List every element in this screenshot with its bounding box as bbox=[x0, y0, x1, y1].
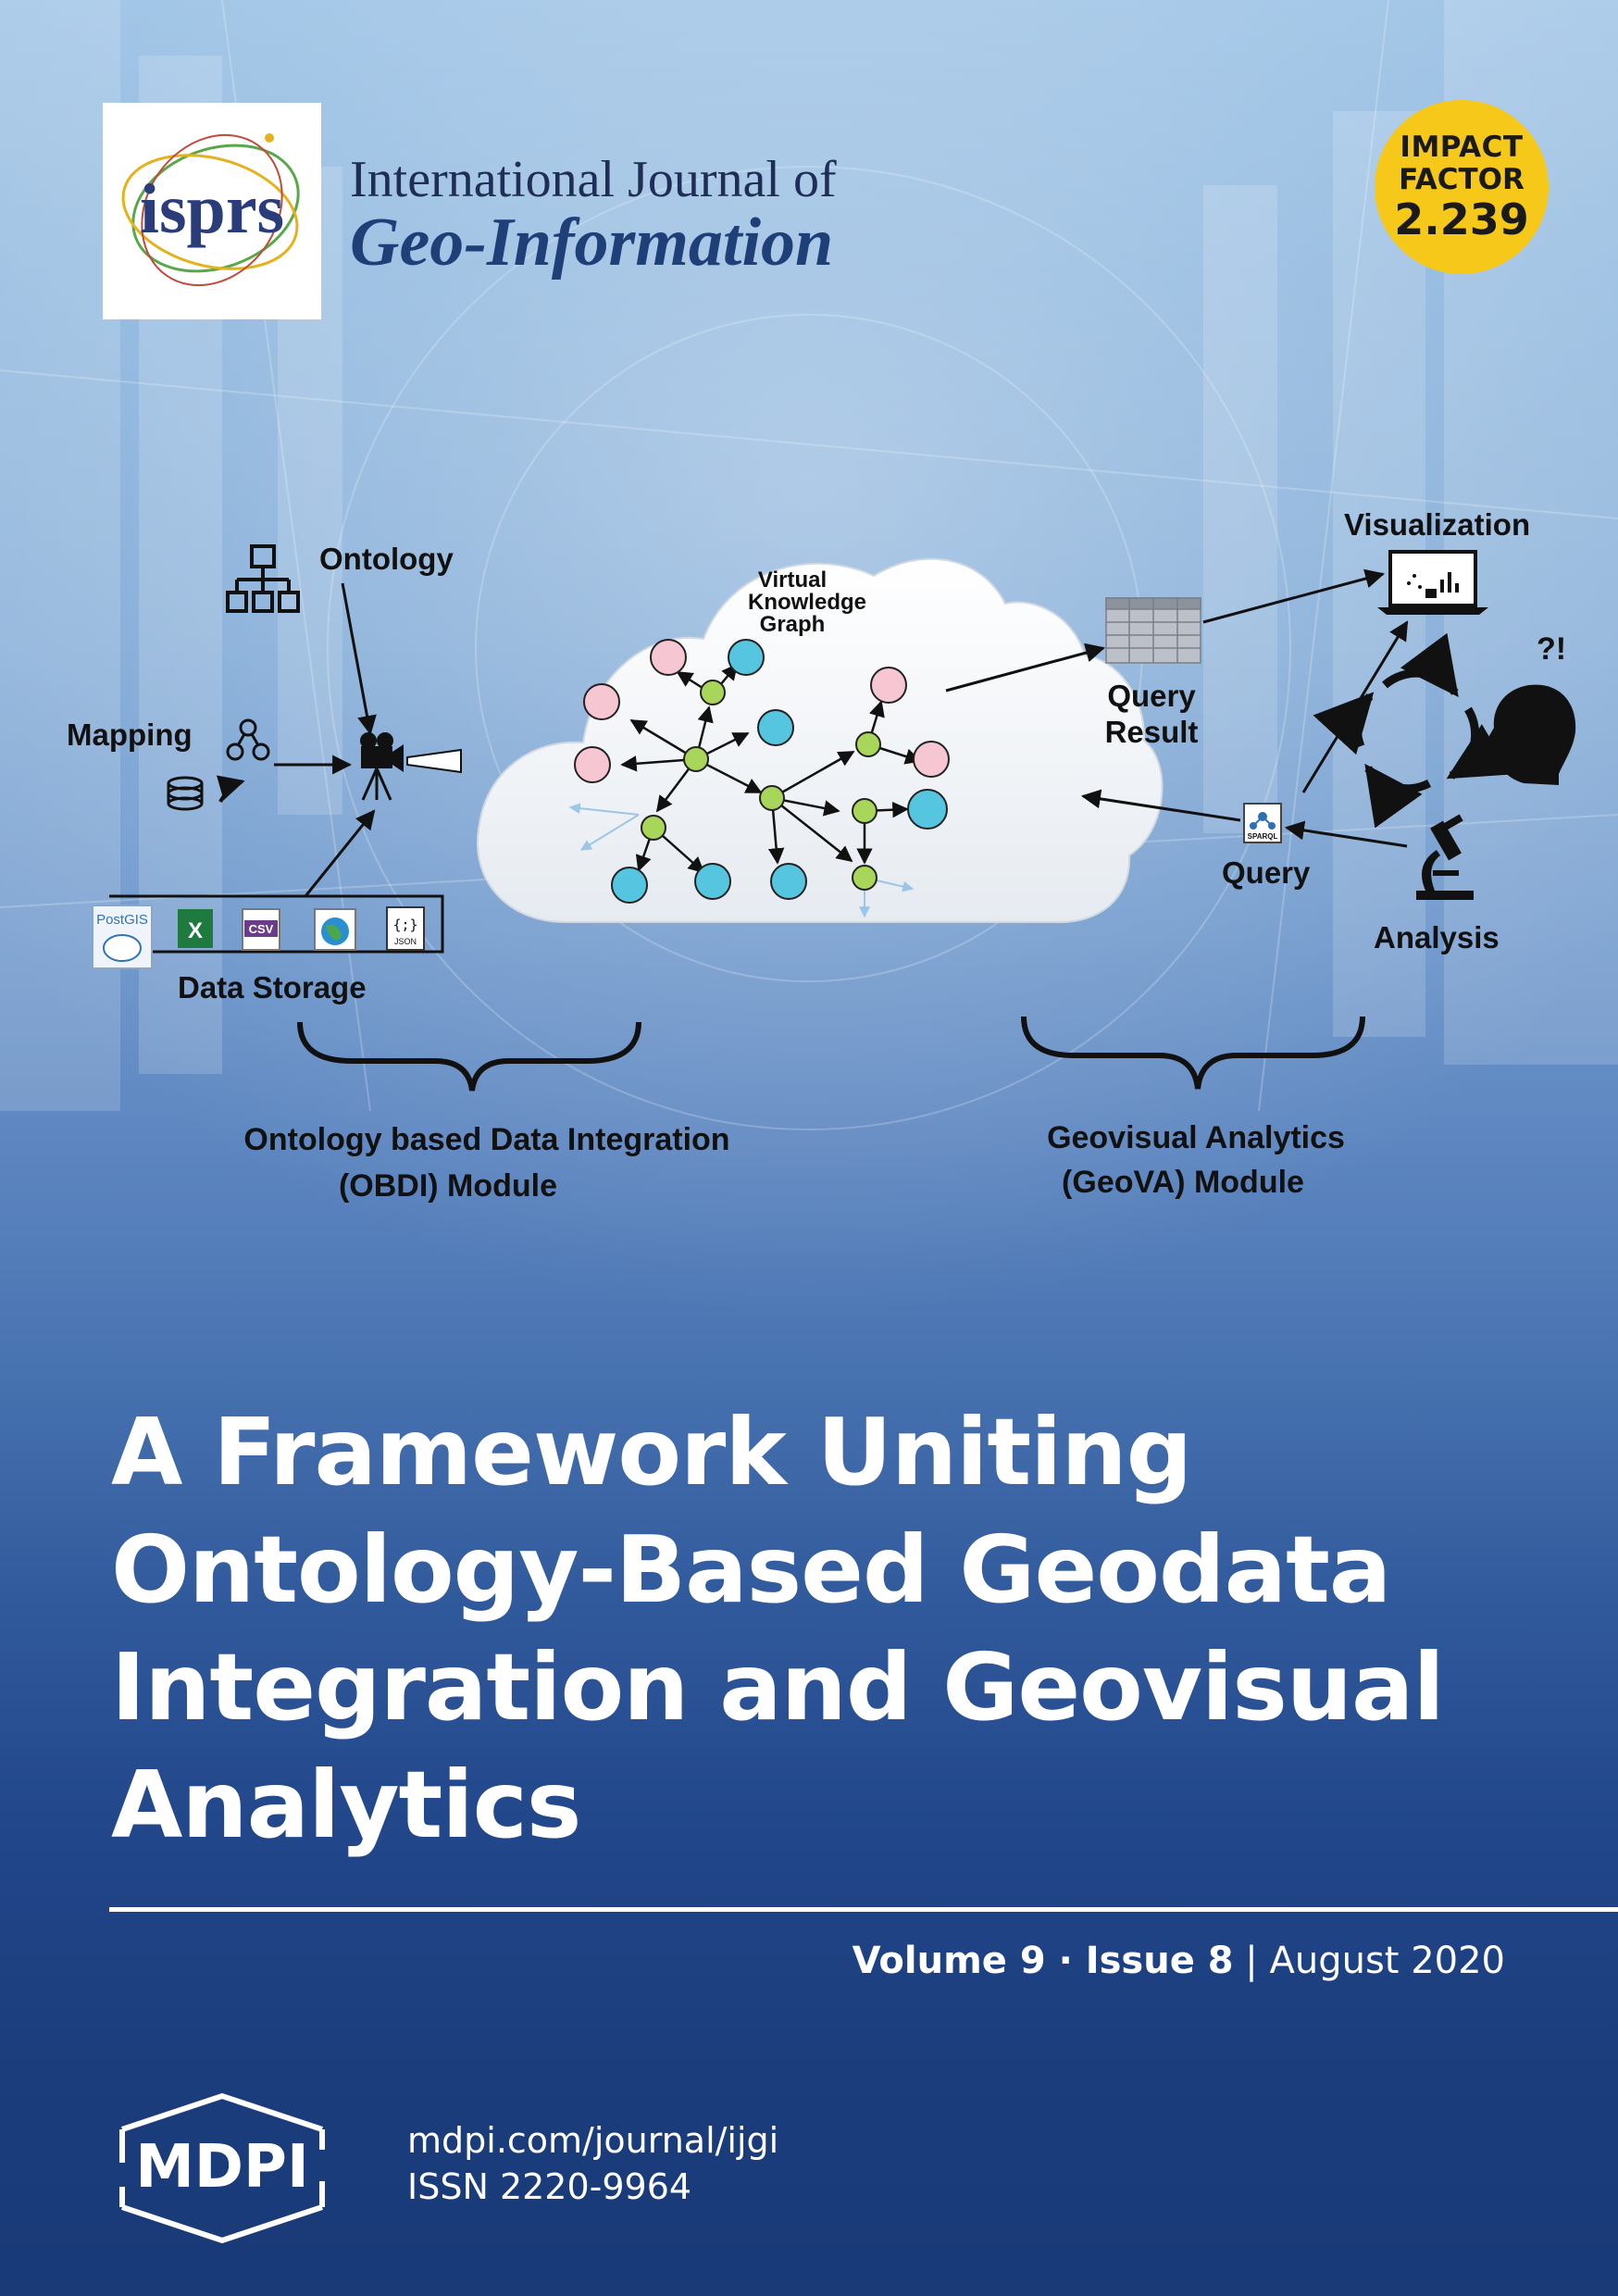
query-result-table-icon bbox=[1105, 597, 1201, 664]
journal-name-line1: International Journal of bbox=[350, 151, 837, 208]
journal-name-line2: Geo-Information bbox=[350, 205, 834, 281]
article-title: A Framework Uniting Ontology-Based Geoda… bbox=[111, 1393, 1555, 1864]
graph-node-green bbox=[852, 865, 877, 891]
query-result-label-line1: Query bbox=[1107, 679, 1196, 713]
vkg-label-line2: Knowledge bbox=[748, 590, 866, 615]
geova-curly-brace bbox=[1021, 1016, 1365, 1090]
issue-number: Issue 8 bbox=[1085, 1940, 1234, 1982]
volume-issue-separator: · bbox=[1045, 1940, 1086, 1982]
sparql-icon: SPARQL bbox=[1243, 803, 1282, 843]
graph-node-cyan bbox=[694, 863, 731, 900]
impact-factor-badge: IMPACT FACTOR 2.239 bbox=[1375, 100, 1549, 274]
data-storage-frame bbox=[109, 894, 444, 954]
microscope-icon bbox=[1416, 814, 1474, 900]
impact-label: IMPACT bbox=[1400, 131, 1524, 164]
graph-node-cyan bbox=[728, 639, 765, 676]
mdpi-logo: MDPI bbox=[119, 2092, 325, 2244]
graph-node-green bbox=[641, 815, 666, 841]
vkg-label-line3: Graph bbox=[760, 612, 826, 637]
graph-node-green bbox=[855, 731, 881, 757]
analysis-to-query-arrow bbox=[1284, 820, 1408, 848]
graph-node-cyan bbox=[770, 863, 807, 900]
isprs-logo: isprs bbox=[103, 103, 321, 319]
query-result-to-visualization-arrow bbox=[1202, 568, 1386, 624]
database-icon bbox=[167, 776, 204, 811]
graph-node-pink bbox=[574, 746, 611, 783]
analysis-to-visualization-arrow bbox=[1301, 620, 1409, 793]
svg-text:PostGIS: PostGIS bbox=[96, 912, 148, 928]
article-title-line: Ontology-Based Geodata bbox=[111, 1516, 1391, 1624]
obdi-module-label-line1: Ontology based Data Integration bbox=[243, 1122, 729, 1157]
svg-text:SPARQL: SPARQL bbox=[1248, 832, 1278, 841]
geova-module-label-line1: Geovisual Analytics bbox=[1047, 1120, 1345, 1155]
publication-date: August 2020 bbox=[1269, 1940, 1506, 1982]
graph-node-green bbox=[759, 785, 785, 811]
obdi-module-label-line2: (OBDI) Module bbox=[339, 1168, 557, 1204]
json-icon: {;} JSON bbox=[386, 906, 425, 951]
volume-issue-date: Volume 9 · Issue 8 | August 2020 bbox=[853, 1940, 1505, 1982]
isprs-logo-text: isprs bbox=[140, 170, 284, 248]
graph-node-pink bbox=[870, 667, 907, 704]
graph-node-green bbox=[700, 680, 726, 705]
graph-node-cyan bbox=[611, 867, 648, 904]
graph-node-green bbox=[852, 798, 877, 824]
article-title-line: Analytics bbox=[111, 1751, 581, 1859]
geova-module-label-line2: (GeoVA) Module bbox=[1062, 1165, 1304, 1200]
storage-to-camera-arrow bbox=[304, 809, 376, 897]
iterative-cycle-icon bbox=[1313, 632, 1512, 829]
mapping-label: Mapping bbox=[67, 718, 193, 752]
article-title-line: A Framework Uniting bbox=[111, 1398, 1192, 1506]
vkg-label-line1: Virtual bbox=[758, 568, 827, 593]
article-title-line: Integration and Geovisual bbox=[111, 1633, 1445, 1741]
svg-text:{;}: {;} bbox=[392, 917, 417, 933]
query-result-label-line2: Result bbox=[1105, 715, 1199, 749]
graph-node-green bbox=[683, 746, 709, 772]
analysis-label: Analysis bbox=[1374, 920, 1500, 955]
volume-number: Volume 9 bbox=[852, 1940, 1046, 1982]
mdpi-logo-text: MDPI bbox=[135, 2133, 309, 2202]
svg-text:JSON: JSON bbox=[394, 937, 417, 946]
graph-node-pink bbox=[583, 683, 620, 720]
factor-label: FACTOR bbox=[1399, 163, 1525, 196]
impact-factor-value: 2.239 bbox=[1394, 194, 1529, 244]
issn-number: ISSN 2220-9964 bbox=[407, 2166, 692, 2207]
query-to-cloud-arrow bbox=[1080, 789, 1241, 822]
graph-node-pink bbox=[650, 639, 687, 676]
mapping-curved-arrow bbox=[216, 775, 245, 803]
graph-node-cyan bbox=[757, 709, 794, 746]
geojson-globe-icon bbox=[314, 908, 356, 951]
data-storage-label: Data Storage bbox=[178, 970, 367, 1004]
svg-text:X: X bbox=[188, 918, 203, 943]
journal-website: mdpi.com/journal/ijgi bbox=[407, 2120, 779, 2161]
graph-node-pink bbox=[913, 741, 950, 778]
issue-date-separator: | bbox=[1233, 1940, 1270, 1982]
question-exclamation-marks: ?! bbox=[1537, 631, 1566, 667]
framework-diagram: Ontology Mapping PostG bbox=[67, 507, 1576, 1204]
divider-rule bbox=[109, 1907, 1618, 1912]
query-label: Query bbox=[1222, 855, 1311, 890]
svg-text:CSV: CSV bbox=[249, 922, 274, 936]
ontology-hierarchy-icon bbox=[226, 544, 300, 613]
ontology-to-camera-arrow bbox=[341, 582, 377, 736]
graph-node-cyan bbox=[907, 789, 948, 830]
obdi-curly-brace bbox=[297, 1021, 641, 1092]
ontology-label: Ontology bbox=[319, 542, 454, 576]
projector-camera-icon bbox=[360, 732, 462, 801]
csv-icon: CSV bbox=[242, 908, 280, 951]
cloud-to-query-result-arrow bbox=[945, 643, 1106, 693]
mapping-icon bbox=[226, 718, 270, 761]
laptop-visualization-icon bbox=[1377, 550, 1488, 615]
postgis-icon: PostGIS bbox=[92, 905, 153, 969]
excel-icon: X bbox=[178, 909, 213, 948]
human-head-icon bbox=[1487, 684, 1576, 785]
visualization-label: Visualization bbox=[1344, 507, 1530, 542]
